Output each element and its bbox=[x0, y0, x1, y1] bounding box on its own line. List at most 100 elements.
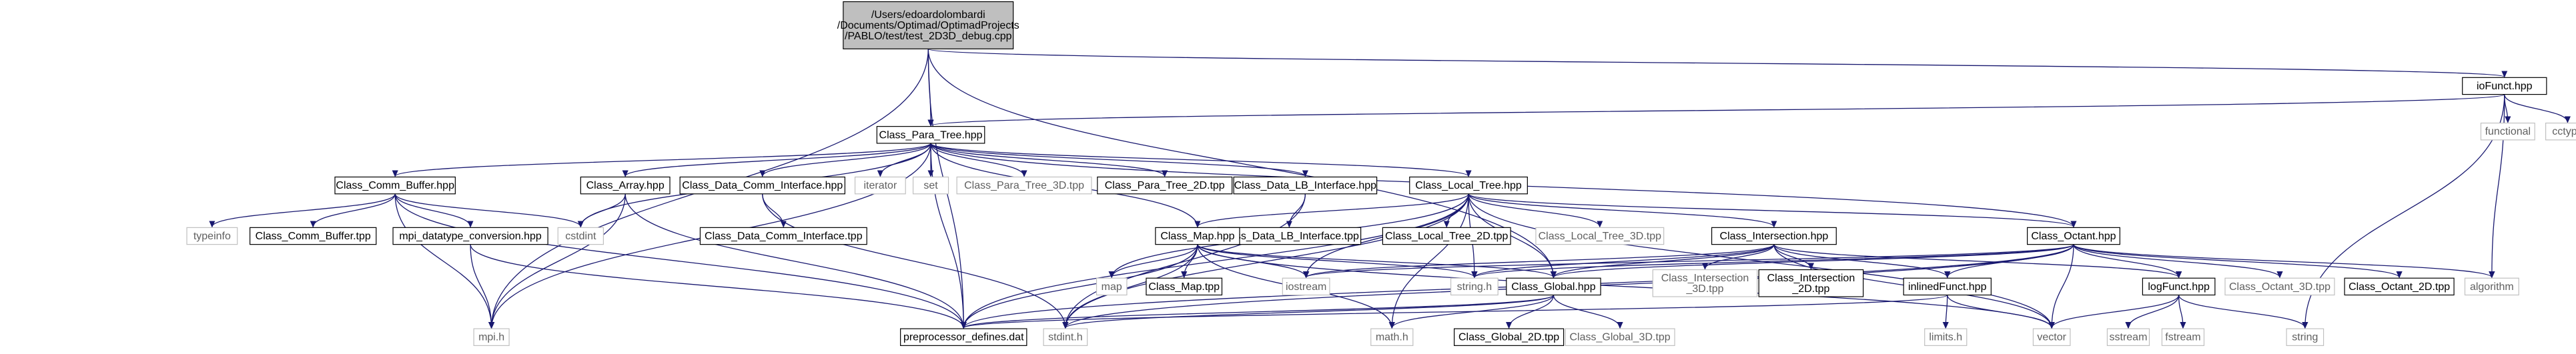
node-map: map bbox=[1096, 277, 1128, 296]
node-label: Class_Global_2D.tpp bbox=[1458, 332, 1559, 343]
node-root[interactable]: /Users/edoardolombardi/Documents/Optimad… bbox=[837, 1, 1019, 49]
edge-inlinedFunct_hpp-to-preprocessor_defines_dat bbox=[963, 294, 1948, 329]
node-box bbox=[1450, 277, 1498, 296]
node-class-global-hpp[interactable]: Class_Global.hpp bbox=[1506, 277, 1601, 296]
node-box bbox=[557, 227, 604, 245]
node-label: sstream bbox=[2110, 332, 2148, 343]
node-label: Class_Intersection bbox=[1767, 273, 1855, 284]
node-box bbox=[186, 227, 238, 245]
edge-Class_Octant_hpp-to-vector bbox=[2052, 244, 2074, 328]
node-cstdint: cstdint bbox=[557, 227, 604, 245]
node-class-octant-hpp[interactable]: Class_Octant.hpp bbox=[2026, 227, 2120, 245]
edge-Class_Intersection_hpp-to-logFunct_hpp bbox=[1773, 244, 2179, 278]
edge-Class_Map_hpp-to-Class_Global_hpp bbox=[1197, 244, 1554, 278]
node-class-map-tpp[interactable]: Class_Map.tpp bbox=[1146, 277, 1223, 296]
node-label: string.h bbox=[1457, 281, 1492, 293]
node-class-map-hpp[interactable]: Class_Map.hpp bbox=[1155, 227, 1240, 245]
edge-inlinedFunct_hpp-to-limits_h bbox=[1946, 295, 1948, 329]
edge-logFunct_hpp-to-sstream bbox=[2128, 295, 2180, 329]
node-label: map bbox=[1102, 281, 1122, 293]
edge-Class_Para_Tree_hpp-to-preprocessor_defines_dat bbox=[930, 143, 963, 328]
node-inlinedfunct-hpp[interactable]: inlinedFunct.hpp bbox=[1903, 277, 1992, 296]
edge-Class_Octant_hpp-to-string_h bbox=[1474, 244, 2074, 278]
node-box bbox=[473, 328, 510, 346]
node-class-intersection-2d-tpp[interactable]: Class_Intersection_2D.tpp bbox=[1758, 269, 1864, 297]
edge-Class_Para_Tree_hpp-to-Class_Array_hpp bbox=[625, 143, 931, 177]
edge-Class_Para_Tree_hpp-to-Class_Comm_Buffer_hpp bbox=[395, 143, 931, 177]
node-label: Class_Octant_3D.tpp bbox=[2229, 281, 2330, 293]
node-label: Class_Local_Tree.hpp bbox=[1415, 180, 1522, 191]
node-stdint-h: stdint.h bbox=[1043, 328, 1088, 346]
edge-Class_Array_hpp-to-cstdint bbox=[580, 193, 626, 227]
node-box bbox=[956, 176, 1092, 195]
node-class-data-lb-interface-hpp[interactable]: Class_Data_LB_Interface.hpp bbox=[1233, 176, 1378, 195]
edge-Class_Array_hpp-to-mpi_h bbox=[492, 193, 626, 328]
node-class-local-tree-2d-tpp[interactable]: Class_Local_Tree_2D.tpp bbox=[1382, 227, 1511, 245]
node-box bbox=[1282, 277, 1330, 296]
node-label: Class_Comm_Buffer.hpp bbox=[336, 180, 454, 191]
node-class-global-2d-tpp[interactable]: Class_Global_2D.tpp bbox=[1454, 328, 1565, 346]
node-label: Class_Data_Comm_Interface.hpp bbox=[682, 180, 843, 191]
node-label: typeinfo bbox=[193, 231, 231, 242]
node-label: Class_Intersection bbox=[1661, 273, 1749, 284]
node-box bbox=[392, 227, 548, 245]
edge-Class_Local_Tree_hpp-to-Class_Intersection_hpp bbox=[1468, 193, 1774, 227]
node-mpi-datatype-conversion-hpp[interactable]: mpi_datatype_conversion.hpp bbox=[392, 227, 548, 245]
node-label: mpi.h bbox=[478, 332, 504, 343]
edge-Class_Comm_Buffer_hpp-to-typeinfo bbox=[212, 193, 396, 227]
edge-Class_Para_Tree_hpp-to-Class_Para_Tree_3D_tpp bbox=[930, 143, 1024, 177]
node-box bbox=[2480, 122, 2535, 141]
node-logfunct-hpp[interactable]: logFunct.hpp bbox=[2142, 277, 2216, 296]
node-class-data-lb-interface-tpp[interactable]: Class_Data_LB_Interface.tpp bbox=[1217, 227, 1362, 245]
node-box bbox=[2545, 122, 2576, 141]
edge-root-to-ioFunct_hpp bbox=[927, 48, 2505, 77]
edge-Class_Para_Tree_hpp-to-Class_Para_Tree_2D_tpp bbox=[930, 143, 1165, 177]
node-label: Class_Para_Tree_3D.tpp bbox=[964, 180, 1084, 191]
node-mpi-h: mpi.h bbox=[473, 328, 510, 346]
node-label: Class_Global_3D.tpp bbox=[1570, 332, 1671, 343]
nodes-layer: /Users/edoardolombardi/Documents/Optimad… bbox=[186, 1, 2576, 346]
edge-ioFunct_hpp-to-Class_Para_Tree_hpp bbox=[931, 94, 2505, 126]
node-limits-h: limits.h bbox=[1924, 328, 1968, 346]
node-box bbox=[1758, 269, 1864, 297]
node-box bbox=[900, 328, 1027, 346]
node-label: functional bbox=[2485, 126, 2531, 137]
node-class-octant-2d-tpp[interactable]: Class_Octant_2D.tpp bbox=[2344, 277, 2455, 296]
node-label: iterator bbox=[863, 180, 897, 191]
edge-Class_Comm_Buffer_hpp-to-cstdint bbox=[394, 193, 580, 227]
node-label: string bbox=[2292, 332, 2318, 343]
node-class-comm-buffer-tpp[interactable]: Class_Comm_Buffer.tpp bbox=[250, 227, 377, 245]
node-iostream: iostream bbox=[1282, 277, 1330, 296]
node-box bbox=[1043, 328, 1088, 346]
node-label: Class_Map.tpp bbox=[1148, 281, 1220, 293]
node-class-data-comm-interface-hpp[interactable]: Class_Data_Comm_Interface.hpp bbox=[679, 176, 845, 195]
edge-Class_Global_hpp-to-Class_Global_3D_tpp bbox=[1553, 295, 1620, 329]
node-preprocessor-defines-dat[interactable]: preprocessor_defines.dat bbox=[900, 328, 1027, 346]
node-class-intersection-hpp[interactable]: Class_Intersection.hpp bbox=[1711, 227, 1837, 245]
edge-Class_Data_LB_Interface_hpp-to-Class_Data_LB_Interface_tpp bbox=[1289, 193, 1306, 227]
node-box bbox=[1409, 176, 1528, 195]
node-class-data-comm-interface-tpp[interactable]: Class_Data_Comm_Interface.tpp bbox=[699, 227, 867, 245]
edge-Class_Octant_hpp-to-iostream bbox=[1306, 244, 2074, 278]
node-class-para-tree-hpp[interactable]: Class_Para_Tree.hpp bbox=[876, 126, 985, 144]
node-box bbox=[1711, 227, 1837, 245]
node-box bbox=[2286, 328, 2324, 346]
node-label: Class_Octant_2D.tpp bbox=[2348, 281, 2450, 293]
node-box bbox=[1903, 277, 1992, 296]
node-class-local-tree-hpp[interactable]: Class_Local_Tree.hpp bbox=[1409, 176, 1528, 195]
node-box bbox=[1535, 227, 1665, 245]
node-box bbox=[679, 176, 845, 195]
node-class-para-tree-3d-tpp: Class_Para_Tree_3D.tpp bbox=[956, 176, 1092, 195]
node-class-para-tree-2d-tpp[interactable]: Class_Para_Tree_2D.tpp bbox=[1097, 176, 1233, 195]
node-label: Class_Comm_Buffer.tpp bbox=[256, 231, 371, 242]
node-class-array-hpp[interactable]: Class_Array.hpp bbox=[580, 176, 671, 195]
node-iofunct-hpp[interactable]: ioFunct.hpp bbox=[2462, 77, 2547, 95]
node-label: inlinedFunct.hpp bbox=[1908, 281, 1987, 293]
edge-Class_Octant_hpp-to-logFunct_hpp bbox=[2073, 244, 2179, 278]
node-class-comm-buffer-hpp[interactable]: Class_Comm_Buffer.hpp bbox=[334, 176, 456, 195]
edge-Class_Map_hpp-to-string_h bbox=[1197, 244, 1474, 278]
node-typeinfo: typeinfo bbox=[186, 227, 238, 245]
edge-Class_Map_hpp-to-map bbox=[1112, 244, 1198, 278]
edge-Class_Octant_hpp-to-Class_Global_hpp bbox=[1553, 244, 2074, 278]
edge-Class_Intersection_hpp-to-string_h bbox=[1474, 244, 1775, 278]
